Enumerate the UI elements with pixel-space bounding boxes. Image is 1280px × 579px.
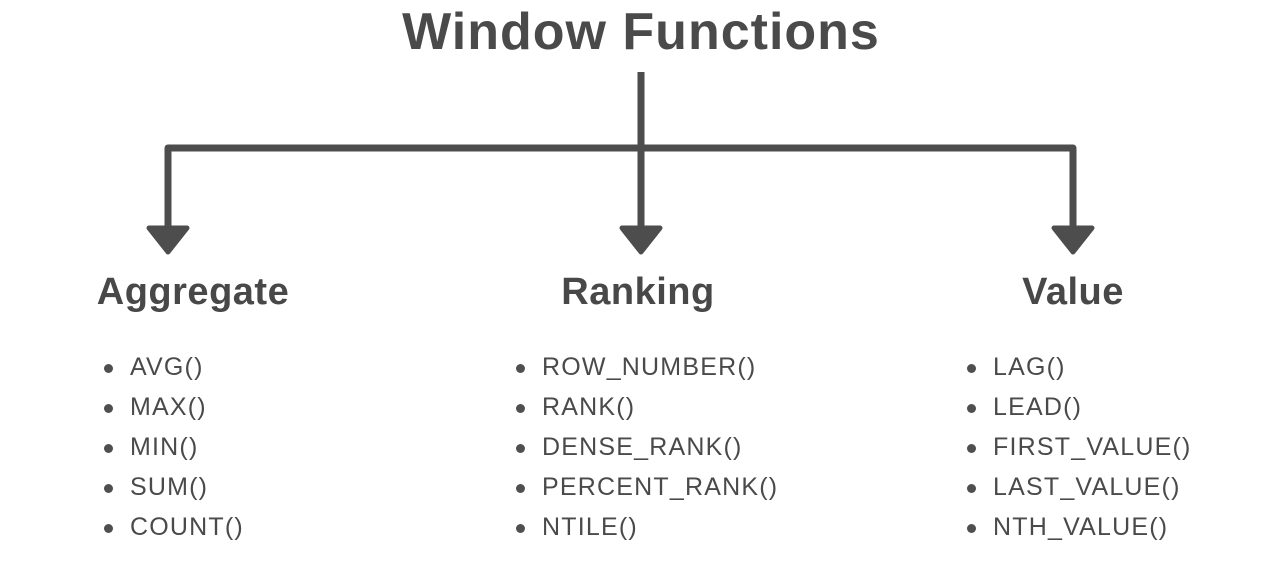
bullet-dot-icon: [967, 483, 976, 493]
function-name: RANK(): [542, 392, 636, 421]
bullet-dot-icon: [516, 443, 525, 453]
connector-bracket-line: [164, 144, 1077, 232]
bullet-dot-icon: [104, 483, 113, 493]
branch-ranking: Ranking ROW_NUMBER() RANK() DENSE_RANK()…: [488, 268, 788, 547]
bullet-dot-icon: [516, 363, 525, 373]
function-name: MAX(): [130, 392, 207, 421]
list-item: FIRST_VALUE(): [967, 427, 1223, 467]
function-name: LAG(): [993, 352, 1066, 381]
branch-aggregate: Aggregate AVG() MAX() MIN() SUM() COUNT(…: [40, 268, 346, 547]
function-name: MIN(): [130, 432, 199, 461]
function-list-aggregate: AVG() MAX() MIN() SUM() COUNT(): [104, 347, 346, 547]
function-name: LEAD(): [993, 392, 1083, 421]
arrow-down-icon: [619, 225, 663, 255]
list-item: MIN(): [104, 427, 346, 467]
list-item: DENSE_RANK(): [516, 427, 788, 467]
list-item: SUM(): [104, 467, 346, 507]
branch-title-aggregate: Aggregate: [96, 271, 290, 313]
function-name: DENSE_RANK(): [542, 432, 743, 461]
branch-value: Value LAG() LEAD() FIRST_VALUE() LAST_VA…: [923, 268, 1223, 547]
list-item: PERCENT_RANK(): [516, 467, 788, 507]
bullet-dot-icon: [967, 403, 976, 413]
function-name: NTILE(): [542, 512, 638, 541]
function-name: PERCENT_RANK(): [542, 472, 779, 501]
function-name: SUM(): [130, 472, 209, 501]
branch-title-value: Value: [1022, 271, 1124, 313]
function-name: COUNT(): [130, 512, 244, 541]
arrow-down-icon: [1051, 225, 1095, 255]
branch-title-ranking: Ranking: [561, 271, 715, 313]
function-name: FIRST_VALUE(): [993, 432, 1192, 461]
arrow-down-icon: [146, 225, 190, 255]
bullet-dot-icon: [104, 403, 113, 413]
bullet-dot-icon: [967, 523, 976, 533]
list-item: NTILE(): [516, 507, 788, 547]
bullet-dot-icon: [104, 523, 113, 533]
bullet-dot-icon: [967, 443, 976, 453]
function-name: ROW_NUMBER(): [542, 352, 757, 381]
function-list-ranking: ROW_NUMBER() RANK() DENSE_RANK() PERCENT…: [516, 347, 788, 547]
list-item: LAG(): [967, 347, 1223, 387]
bullet-dot-icon: [104, 363, 113, 373]
function-name: LAST_VALUE(): [993, 472, 1181, 501]
list-item: LAST_VALUE(): [967, 467, 1223, 507]
list-item: MAX(): [104, 387, 346, 427]
bullet-dot-icon: [516, 483, 525, 493]
list-item: RANK(): [516, 387, 788, 427]
bullet-dot-icon: [516, 403, 525, 413]
list-item: AVG(): [104, 347, 346, 387]
bullet-dot-icon: [104, 443, 113, 453]
list-item: NTH_VALUE(): [967, 507, 1223, 547]
function-name: AVG(): [130, 352, 204, 381]
list-item: ROW_NUMBER(): [516, 347, 788, 387]
list-item: LEAD(): [967, 387, 1223, 427]
diagram-title: Window Functions: [402, 3, 880, 61]
bullet-dot-icon: [516, 523, 525, 533]
function-name: NTH_VALUE(): [993, 512, 1169, 541]
list-item: COUNT(): [104, 507, 346, 547]
bullet-dot-icon: [967, 363, 976, 373]
function-list-value: LAG() LEAD() FIRST_VALUE() LAST_VALUE() …: [967, 347, 1223, 547]
